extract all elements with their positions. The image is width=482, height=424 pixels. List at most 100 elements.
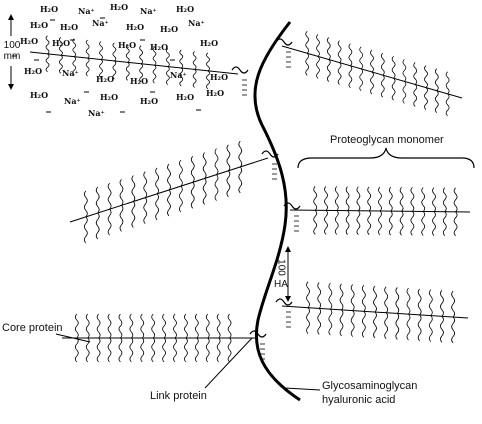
glycosaminoglycan-chain — [326, 37, 331, 60]
glycosaminoglycan-chain — [453, 211, 458, 237]
glycosaminoglycan-chain — [388, 186, 393, 212]
ion-label: H₂O — [30, 20, 48, 30]
glycosaminoglycan-chain — [45, 35, 50, 55]
glycosaminoglycan-chain — [192, 69, 197, 88]
glycosaminoglycan-chain — [316, 34, 320, 57]
glycosaminoglycan-chain — [72, 56, 77, 76]
link-protein-knot — [283, 202, 301, 210]
glycosaminoglycan-chain — [345, 186, 350, 211]
ion-label: H₂O — [96, 74, 114, 84]
glycosaminoglycan-chain — [442, 211, 447, 237]
glycosaminoglycan-chain — [167, 189, 171, 217]
glycosaminoglycan-chain — [194, 337, 199, 363]
glycosaminoglycan-chain — [434, 90, 439, 114]
glycosaminoglycan-chain — [139, 45, 144, 65]
ion-label: Na⁺ — [64, 96, 81, 106]
ha-arrowhead-top — [285, 246, 291, 252]
ion-label: H₂O — [140, 96, 158, 106]
glycosaminoglycan-chain — [119, 179, 124, 206]
core-protein-label: Core protein — [2, 322, 63, 334]
glycosaminoglycan-chain — [428, 315, 433, 342]
glycosaminoglycan-chain — [395, 313, 400, 340]
glycosaminoglycan-chain — [227, 337, 232, 363]
glycosaminoglycan-chain — [125, 62, 130, 81]
ion-label: H₂O — [60, 22, 78, 32]
link-protein-knot — [275, 298, 293, 306]
scale-value: 100 — [3, 40, 21, 51]
glycosaminoglycan-chain — [421, 211, 426, 236]
glycosaminoglycan-chain — [413, 62, 418, 85]
glycosaminoglycan-chain — [391, 55, 396, 79]
glycosaminoglycan-chain — [107, 313, 112, 339]
glycosaminoglycan-chain — [179, 67, 184, 87]
glycosaminoglycan-chain — [95, 186, 100, 214]
glycosaminoglycan-chain — [339, 309, 344, 337]
glycosaminoglycan-chain — [202, 178, 207, 205]
ion-label: H₂O — [130, 76, 148, 86]
glycosaminoglycan-chain — [74, 313, 79, 339]
glycosaminoglycan-chain — [306, 307, 310, 334]
ion-label: Na⁺ — [62, 68, 79, 78]
link-protein-knot — [261, 150, 279, 158]
ion-label: Na⁺ — [188, 18, 205, 28]
glycosaminoglycan-chain — [399, 210, 404, 236]
ha-scale-label: HA — [274, 279, 288, 290]
scale-arrowhead-bottom — [8, 84, 14, 90]
glycosaminoglycan-chain — [83, 190, 88, 218]
glycosaminoglycan-chain — [324, 186, 328, 211]
glycosaminoglycan-chain — [143, 197, 148, 224]
glycosaminoglycan-chain — [107, 337, 112, 363]
glycosaminoglycan-chain — [238, 166, 243, 194]
ion-label: H₂O — [110, 2, 128, 12]
glycosaminoglycan-chain — [417, 314, 422, 342]
link-protein-leader — [204, 337, 253, 389]
glycosaminoglycan-chain — [112, 42, 117, 62]
glycosaminoglycan-chain — [440, 316, 444, 343]
glycosaminoglycan-chain — [99, 59, 103, 78]
glycosaminoglycan-chain — [361, 311, 366, 338]
ion-label: H₂O — [20, 36, 38, 46]
glycosaminoglycan-chain — [324, 210, 328, 235]
glycosaminoglycan-chain — [424, 65, 428, 88]
ion-label: H₂O — [52, 38, 70, 48]
glycosaminoglycan-chain — [334, 186, 339, 211]
glycosaminoglycan-chain — [359, 68, 364, 92]
glycosaminoglycan-chain — [226, 144, 231, 172]
hyaluronic-acid-backbone — [253, 21, 301, 402]
glycosaminoglycan-chain — [167, 163, 171, 191]
glycosaminoglycan-chain — [152, 64, 157, 84]
glycosaminoglycan-chain — [339, 283, 344, 311]
glycosaminoglycan-chain — [305, 52, 310, 76]
glycosaminoglycan-chain — [129, 313, 134, 339]
ha-arrowhead-bottom — [285, 296, 291, 302]
glycosaminoglycan-chain — [83, 216, 88, 244]
glycosaminoglycan-chain — [313, 209, 318, 235]
glycosaminoglycan-chain — [165, 66, 170, 85]
glycosaminoglycan-chain — [348, 65, 353, 89]
glycosaminoglycan-chain — [151, 337, 156, 363]
glycosaminoglycan-chain — [432, 211, 436, 236]
glycosaminoglycan-chain — [99, 41, 103, 60]
ion-label: H₂O — [24, 66, 42, 76]
glycosaminoglycan-chain — [350, 284, 355, 311]
ion-label: H₂O — [118, 40, 136, 50]
glycosaminoglycan-chain — [453, 187, 458, 213]
glycosaminoglycan-chain — [451, 316, 456, 344]
glycosaminoglycan-chain — [216, 337, 221, 363]
glycosaminoglycan-chain — [238, 140, 243, 168]
proteoglycan-monomer-label: Proteoglycan monomer — [330, 134, 444, 146]
glycosaminoglycan-chain — [370, 49, 374, 73]
glycosaminoglycan-chain — [85, 39, 90, 59]
glycosaminoglycan-chain — [402, 81, 407, 104]
glycosaminoglycan-chain — [74, 337, 79, 363]
glycosaminoglycan-chain — [59, 54, 63, 74]
ha-scale-value: 100 — [275, 259, 287, 276]
proteoglycan-monomer — [69, 140, 279, 244]
glycosaminoglycan-chain — [367, 210, 372, 236]
glycosaminoglycan-chain — [205, 337, 210, 363]
glycosaminoglycan-chain — [442, 187, 447, 213]
glycosaminoglycan-chain — [139, 63, 144, 83]
glycosaminoglycan-chain — [402, 59, 407, 82]
